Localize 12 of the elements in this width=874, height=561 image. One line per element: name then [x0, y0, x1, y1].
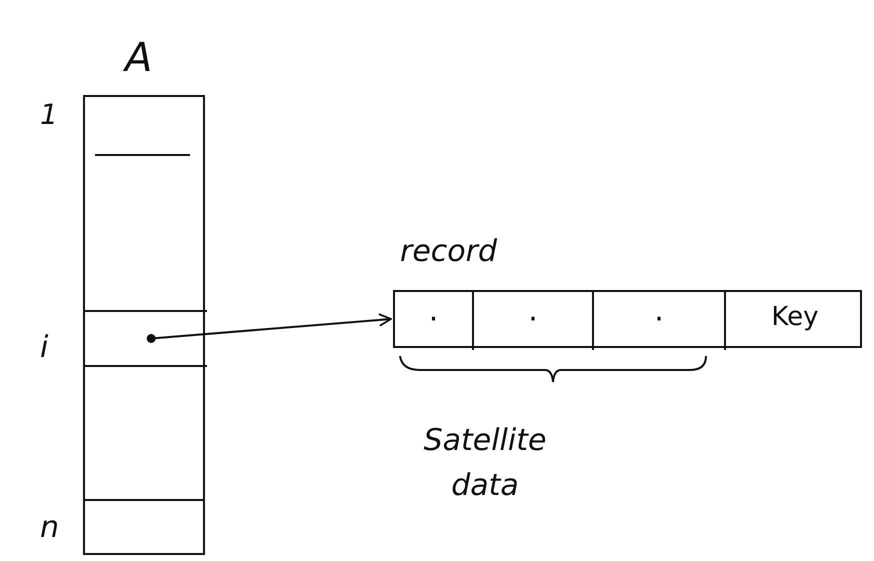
- record-label: record: [400, 234, 498, 269]
- array-name: A: [125, 35, 152, 81]
- key-field-text: Key: [770, 302, 820, 332]
- field-value: ·: [653, 302, 665, 337]
- array-slot: [83, 310, 207, 367]
- index-label: n: [40, 510, 60, 545]
- field-value: ·: [527, 302, 539, 337]
- annotation-text: Satellite data: [422, 422, 548, 505]
- index-label: 1: [40, 98, 58, 131]
- field-value: ·: [428, 302, 440, 337]
- index-label: i: [40, 330, 48, 365]
- arrow: [146, 313, 392, 343]
